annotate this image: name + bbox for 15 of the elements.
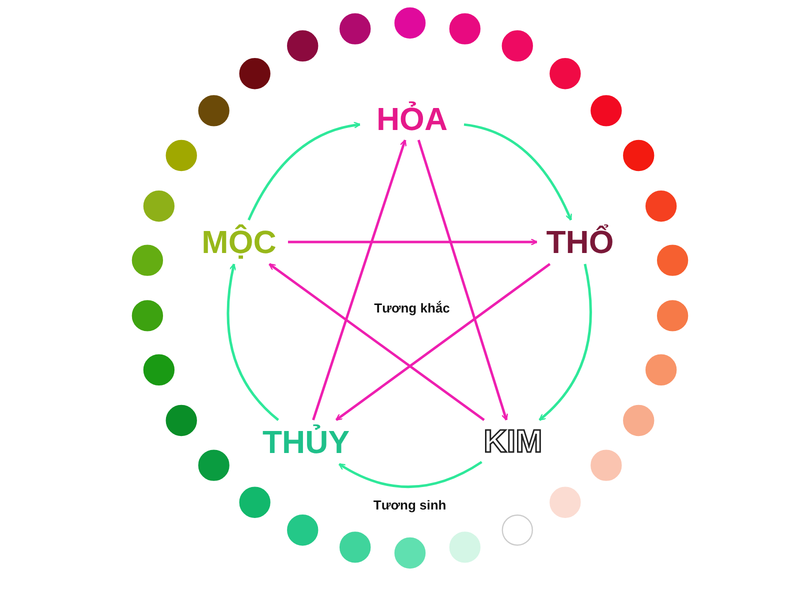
arrow: [288, 238, 538, 246]
arrow: [464, 123, 572, 221]
arrow: [335, 262, 551, 422]
arrow: [338, 460, 482, 488]
arrow: [226, 263, 280, 421]
arrow: [417, 140, 508, 421]
element-label: HỎA: [360, 98, 464, 140]
element-label: KIM: [469, 420, 557, 462]
element-label: MỘC: [190, 220, 288, 264]
arrow: [248, 122, 361, 221]
arrow: [312, 139, 407, 420]
arrow: [268, 262, 485, 422]
arrow: [538, 264, 592, 421]
element-label: THỔ: [537, 220, 623, 264]
element-label: THỦY: [250, 420, 362, 464]
